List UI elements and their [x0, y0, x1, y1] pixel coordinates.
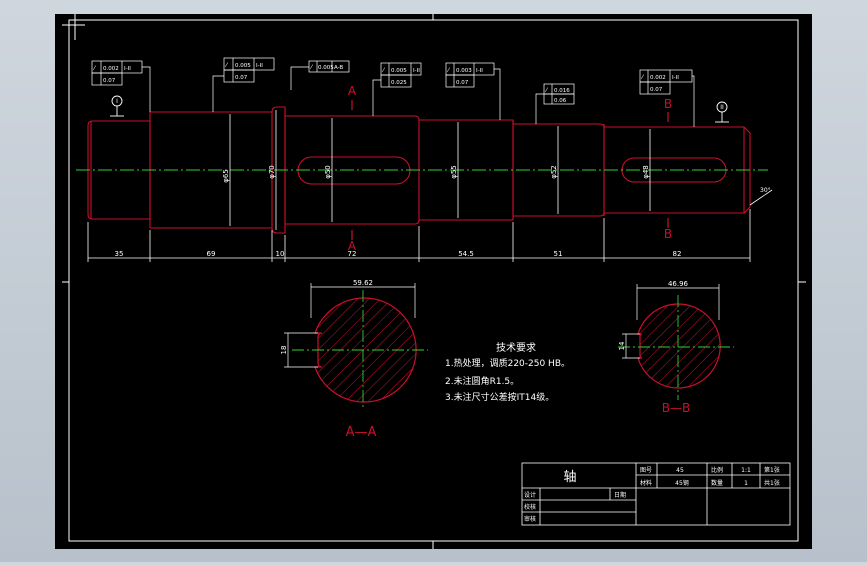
tol3-symbol: ⁄ — [309, 64, 314, 71]
dia-label-55: φ55 — [450, 165, 458, 179]
tol1-val1: 0.002 — [103, 66, 119, 72]
len-dim-3: 10 — [276, 250, 285, 258]
tb-shenhe-label: 审核 — [524, 515, 536, 523]
tol4-val1: 0.005 — [391, 68, 407, 74]
tol5-val1: 0.003 — [456, 68, 472, 74]
section-cut-marks — [351, 100, 669, 240]
tb-bili-value: 1:1 — [741, 467, 751, 474]
tb-cailiao-value: 45钢 — [675, 479, 689, 487]
section-b-label: B—B — [662, 401, 690, 415]
tb-tuhao-label: 图号 — [640, 467, 652, 474]
tol7-val1: 0.002 — [650, 75, 666, 81]
chamfer-label: 30° — [760, 187, 771, 194]
title-block — [521, 462, 791, 526]
tol6-symbol: ⁄ — [544, 87, 549, 94]
tol5-val2: 0.07 — [456, 80, 469, 86]
tol3-ref: A-B — [334, 65, 343, 71]
cut-letter-a-top: A — [348, 84, 357, 98]
len-dim-6: 51 — [554, 250, 563, 258]
notes-title: 技术要求 — [496, 341, 536, 354]
tb-jiaohe-label: 校核 — [524, 503, 536, 511]
tb-sheet-label: 第1张 — [764, 466, 780, 474]
notes-line-2: 2.未注圆角R1.5。 — [445, 375, 519, 387]
len-dim-5: 54.5 — [458, 250, 474, 258]
notes-line-1: 1.热处理，调质220-250 HB。 — [445, 357, 570, 369]
tol6-val2: 0.06 — [554, 98, 567, 104]
frame-markers — [62, 14, 806, 549]
chamfer-leader — [749, 189, 773, 206]
tol4-ref: I-II — [413, 68, 420, 74]
section-a-key-dim: 18 — [280, 346, 288, 355]
dia-label-52: φ52 — [550, 165, 558, 179]
tol2-val1: 0.005 — [235, 63, 251, 69]
tol5-ref: I-II — [476, 68, 483, 74]
tb-tuhao-value: 45 — [676, 467, 684, 474]
tb-sheji-label: 设计 — [524, 491, 536, 499]
dia-label-65: φ65 — [222, 169, 230, 183]
section-a-width-dim: 59.62 — [353, 279, 373, 287]
tol2-symbol: ⁄ — [224, 62, 229, 69]
tb-cailiao-label: 材料 — [640, 479, 652, 487]
dia-label-48: φ48 — [642, 165, 650, 179]
section-a-label: A—A — [346, 425, 377, 440]
tb-bili-label: 比例 — [711, 466, 723, 474]
cut-letter-b-bottom: B — [664, 227, 672, 241]
tol7-val2: 0.07 — [650, 87, 663, 93]
len-dim-2: 69 — [207, 250, 216, 258]
tol5-symbol: ⁄ — [446, 67, 451, 74]
tol7-ref: I-II — [672, 75, 679, 81]
dia-label-50: φ50 — [324, 165, 332, 179]
section-b-width-dim: 46.96 — [668, 280, 689, 288]
len-dim-4: 72 — [348, 250, 357, 258]
tb-shuliang-label: 数量 — [711, 479, 723, 487]
len-dim-7: 82 — [673, 250, 682, 258]
section-a-view: 59.62 18 A—A — [280, 279, 428, 440]
datum-left-label: I — [116, 98, 118, 105]
tol7-symbol: ⁄ — [640, 74, 645, 81]
technical-notes: 技术要求 1.热处理，调质220-250 HB。 2.未注圆角R1.5。 3.未… — [445, 341, 570, 403]
tb-shuliang-value: 1 — [744, 480, 748, 487]
tol1-val2: 0.07 — [103, 78, 116, 84]
notes-line-3: 3.未注尺寸公差按IT14级。 — [445, 391, 554, 403]
datum-markers — [110, 95, 729, 123]
tol6-val1: 0.016 — [554, 88, 570, 94]
tolerance-frames — [91, 57, 695, 127]
section-b-view: 46.96 14 B—B — [618, 280, 734, 415]
tb-riqi-label: 日期 — [614, 491, 626, 499]
tol4-val2: 0.025 — [391, 80, 407, 86]
tol3-val1: 0.005 — [318, 65, 334, 71]
part-name: 轴 — [563, 470, 576, 485]
cut-letter-a-bottom: A — [348, 239, 357, 253]
tol1-symbol: ⁄ — [92, 65, 97, 72]
tb-total-label: 共1张 — [764, 479, 780, 487]
datum-right-label: II — [720, 104, 724, 111]
cut-letter-b-top: B — [664, 97, 672, 111]
tol2-ref: I-II — [256, 63, 263, 69]
drawing-sheet — [55, 14, 812, 549]
length-dims — [87, 209, 751, 262]
tol2-val2: 0.07 — [235, 75, 248, 81]
tol1-ref: I-II — [124, 66, 131, 72]
len-dim-1: 35 — [115, 250, 124, 258]
section-b-key-dim: 14 — [618, 341, 626, 350]
tol4-symbol: ⁄ — [381, 67, 386, 74]
dia-label-70: φ70 — [268, 165, 276, 179]
diameter-dims — [229, 110, 651, 230]
